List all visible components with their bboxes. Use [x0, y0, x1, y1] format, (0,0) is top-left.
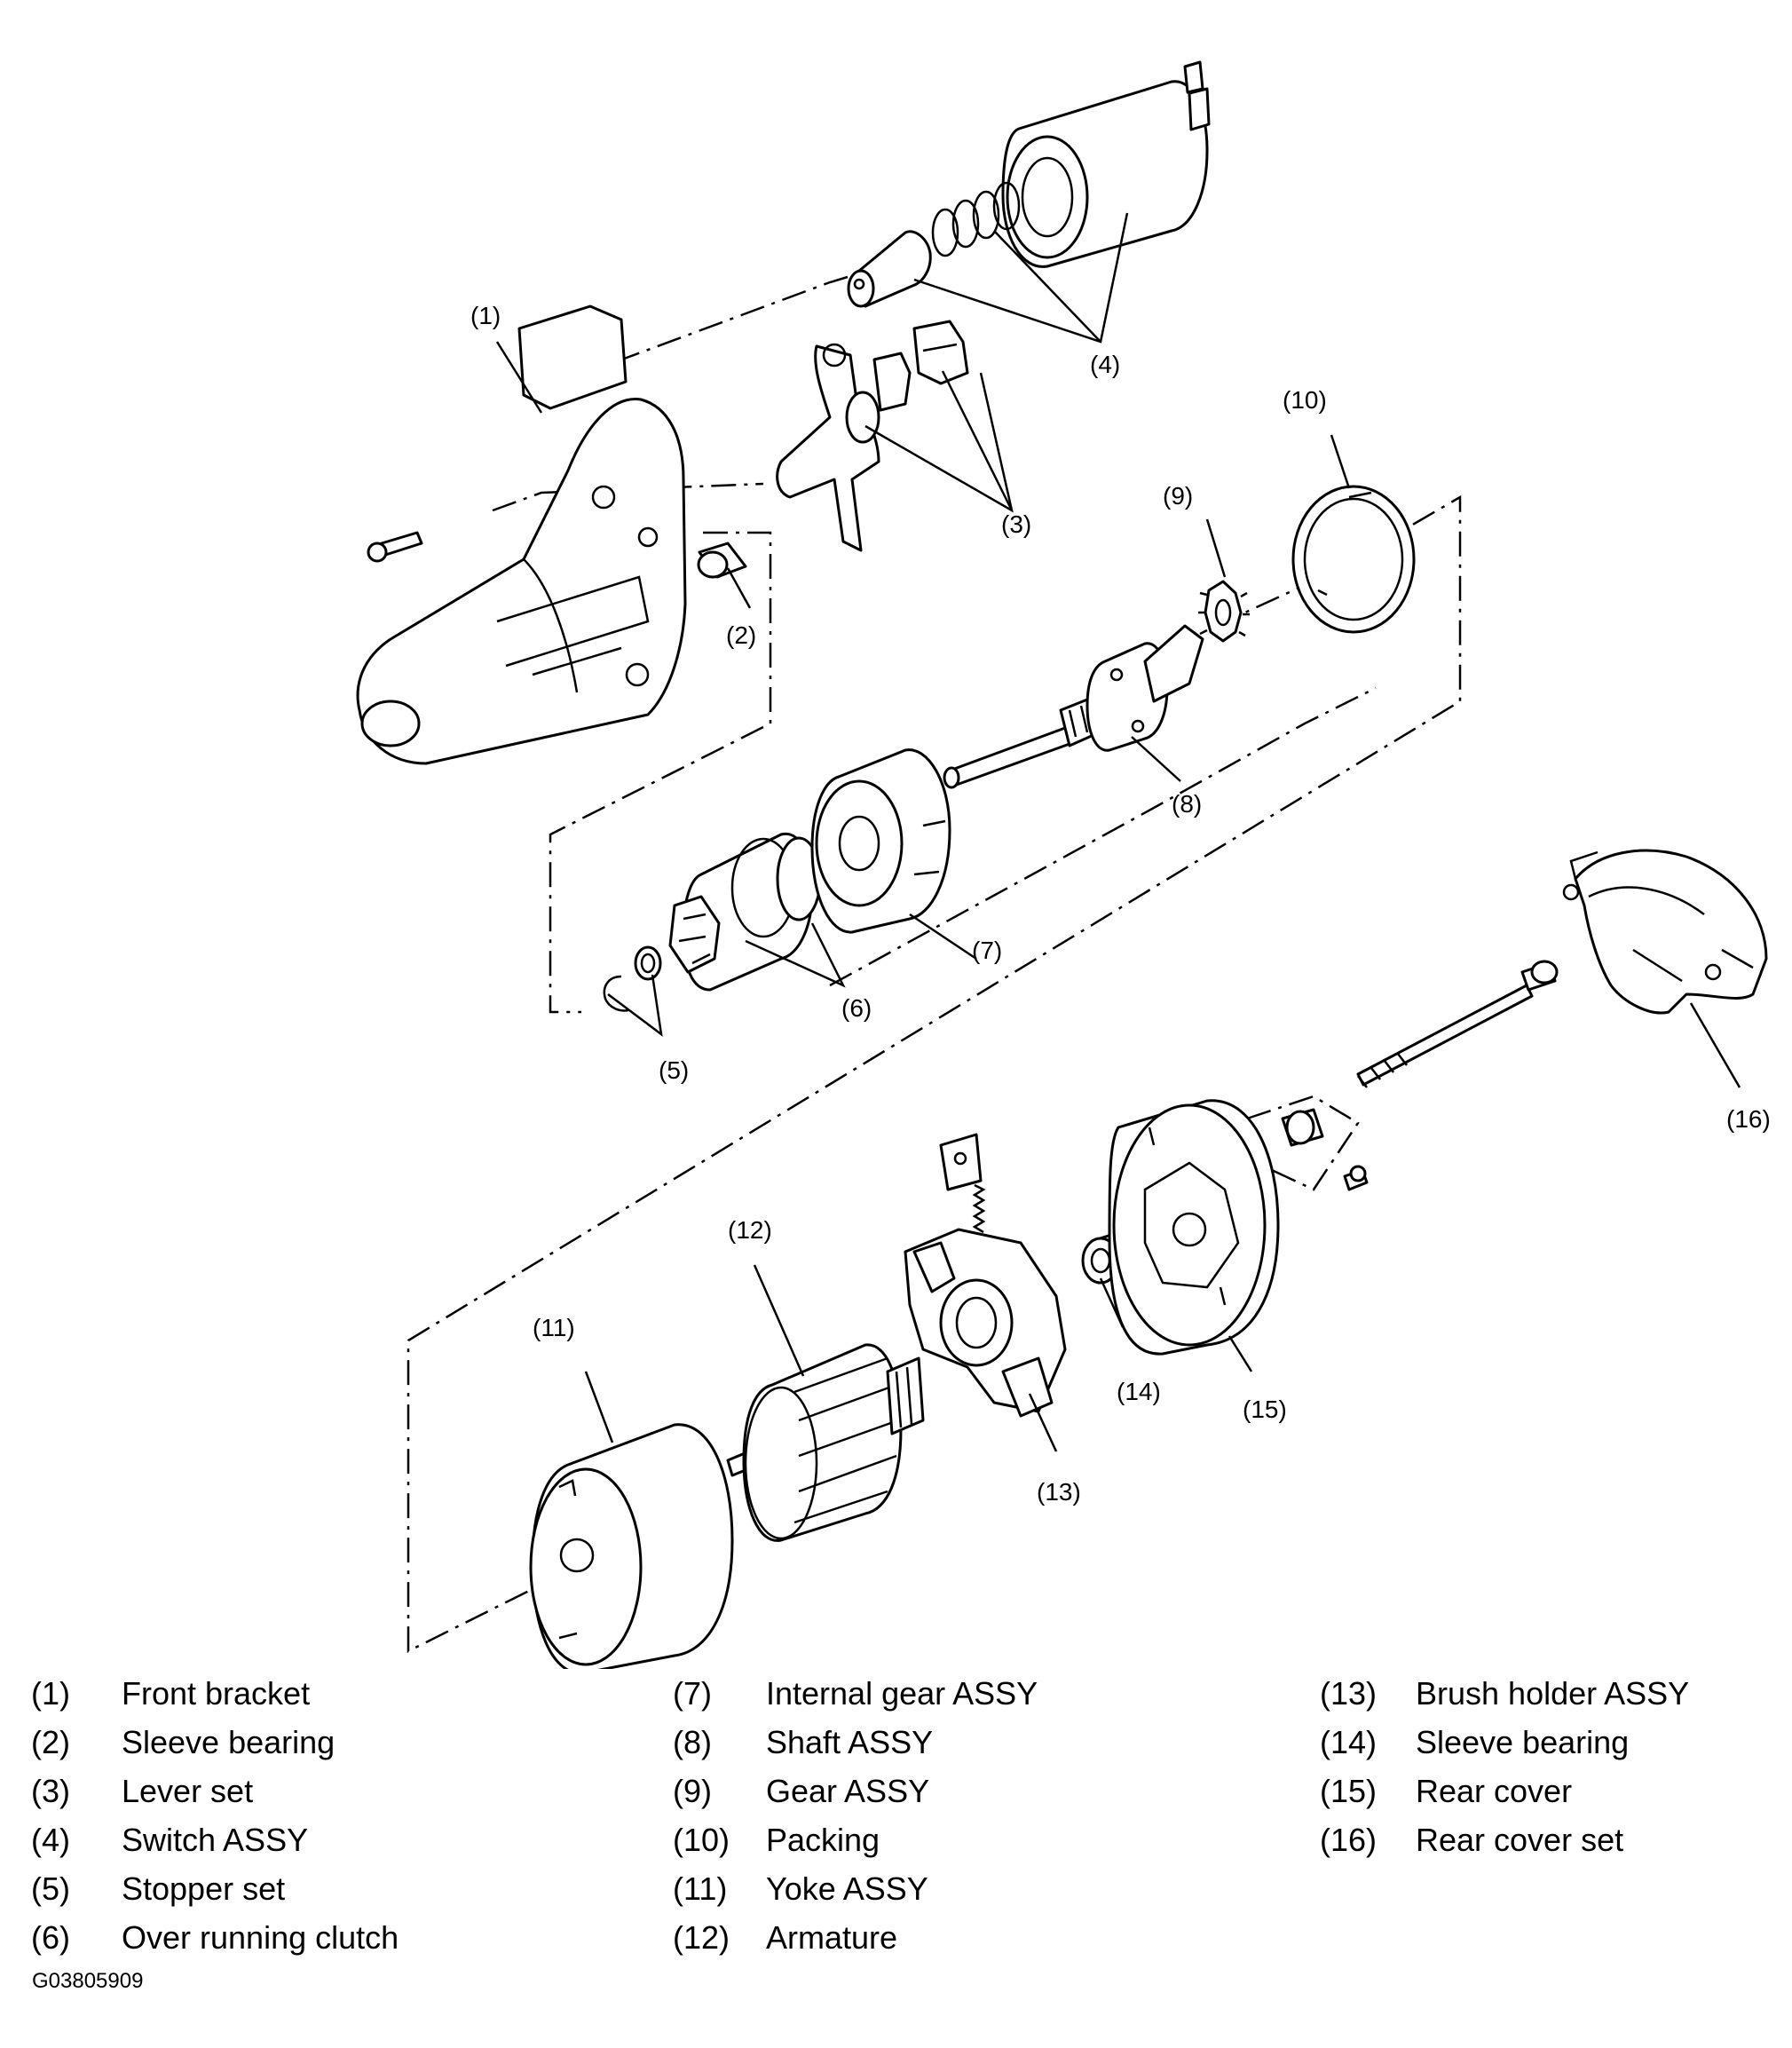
- legend-label: Sleeve bearing: [122, 1724, 336, 1760]
- legend-label: Stopper set: [122, 1870, 286, 1907]
- legend-number: (6): [31, 1919, 70, 1956]
- legend-label: Rear cover: [1416, 1773, 1573, 1809]
- callout-8: (8): [1172, 790, 1202, 818]
- callout-10: (10): [1283, 386, 1327, 414]
- legend-label: Over running clutch: [122, 1919, 399, 1956]
- packing-part: [1291, 485, 1416, 634]
- stopper-set-part: [603, 945, 662, 1012]
- legend-label: Front bracket: [122, 1675, 311, 1712]
- sleeve-bearing-part: [697, 542, 747, 579]
- rear-cover-set-part: [1281, 849, 1768, 1191]
- yoke-assy-part: [529, 1423, 734, 1669]
- callout-9: (9): [1163, 482, 1193, 510]
- axis-switch-to-bracket: [585, 275, 849, 375]
- leader-lines: [495, 212, 1741, 1452]
- legend-label: Sleeve bearing: [1416, 1724, 1630, 1760]
- rear-cover-part: [1108, 1099, 1280, 1356]
- over-running-clutch-part: [668, 832, 822, 992]
- legend-label: Yoke ASSY: [766, 1870, 928, 1907]
- legend-label: Packing: [766, 1822, 880, 1858]
- callout-13: (13): [1037, 1478, 1081, 1506]
- legend-label: Shaft ASSY: [766, 1724, 934, 1760]
- legend-number: (1): [31, 1675, 70, 1712]
- brush-holder-assy-part: [904, 1133, 1067, 1418]
- legend-number: (15): [1320, 1773, 1378, 1809]
- legend-number: (10): [673, 1822, 730, 1858]
- axis-rear-cover-bolt: [1246, 1095, 1360, 1191]
- callout-2: (2): [726, 621, 756, 649]
- legend-label: Internal gear ASSY: [766, 1675, 1038, 1712]
- exploded-starter-motor-diagram: (1) (2) (3) (4) (5) (6) (7) (8) (9) (10)…: [356, 60, 1771, 1669]
- parts-legend: (1) Front bracket (2) Sleeve bearing (3) Le…: [0, 1669, 1792, 1956]
- axis-bracket-to-lever: [492, 482, 764, 512]
- callout-4: (4): [1090, 351, 1120, 378]
- legend-number: (4): [31, 1822, 70, 1858]
- axis-main-shaft: [829, 686, 1377, 987]
- callout-labels: (1) (2) (3) (4) (5) (6) (7) (8) (9) (10)…: [470, 302, 1771, 1506]
- armature-part: [726, 1343, 925, 1542]
- legend-number: (2): [31, 1724, 70, 1760]
- legend-label: Armature: [766, 1919, 898, 1956]
- callout-7: (7): [972, 937, 1002, 964]
- front-bracket-part: [356, 304, 687, 765]
- callout-11: (11): [533, 1314, 575, 1341]
- legend-number: (13): [1320, 1675, 1378, 1712]
- legend-number: (7): [673, 1675, 712, 1712]
- axis-bearing-frame: [549, 531, 772, 1014]
- legend-number: (11): [673, 1870, 728, 1907]
- assembly-axis-lines: [407, 275, 1462, 1654]
- axis-gear-packing: [407, 494, 1462, 1654]
- callout-14: (14): [1117, 1378, 1161, 1405]
- callout-1: (1): [470, 302, 501, 329]
- shaft-assy-part: [943, 624, 1204, 789]
- callout-16: (16): [1726, 1105, 1771, 1133]
- switch-spring: [931, 181, 1021, 257]
- switch-assy-part: [847, 60, 1211, 308]
- legend-label: Switch ASSY: [122, 1822, 309, 1858]
- internal-gear-assy-part: [810, 748, 951, 934]
- callout-12: (12): [728, 1216, 772, 1244]
- legend-label: Brush holder ASSY: [1416, 1675, 1690, 1712]
- callout-15: (15): [1243, 1396, 1287, 1423]
- lever-set-part: [776, 320, 969, 552]
- legend-number: (8): [673, 1724, 712, 1760]
- legend-number: (14): [1320, 1724, 1378, 1760]
- legend-number: (12): [673, 1919, 730, 1956]
- legend-number: (5): [31, 1870, 70, 1907]
- legend-number: (3): [31, 1773, 70, 1809]
- callout-3: (3): [1001, 510, 1031, 538]
- legend-number: (9): [673, 1773, 712, 1809]
- legend-label: Rear cover set: [1416, 1822, 1624, 1858]
- callout-5: (5): [659, 1056, 689, 1084]
- legend-number: (16): [1320, 1822, 1378, 1858]
- callout-6: (6): [841, 994, 872, 1022]
- legend-label: Gear ASSY: [766, 1773, 930, 1809]
- gear-assy-part: [1198, 580, 1250, 643]
- legend-label: Lever set: [122, 1773, 254, 1809]
- figure-code: G03805909: [32, 1969, 144, 1993]
